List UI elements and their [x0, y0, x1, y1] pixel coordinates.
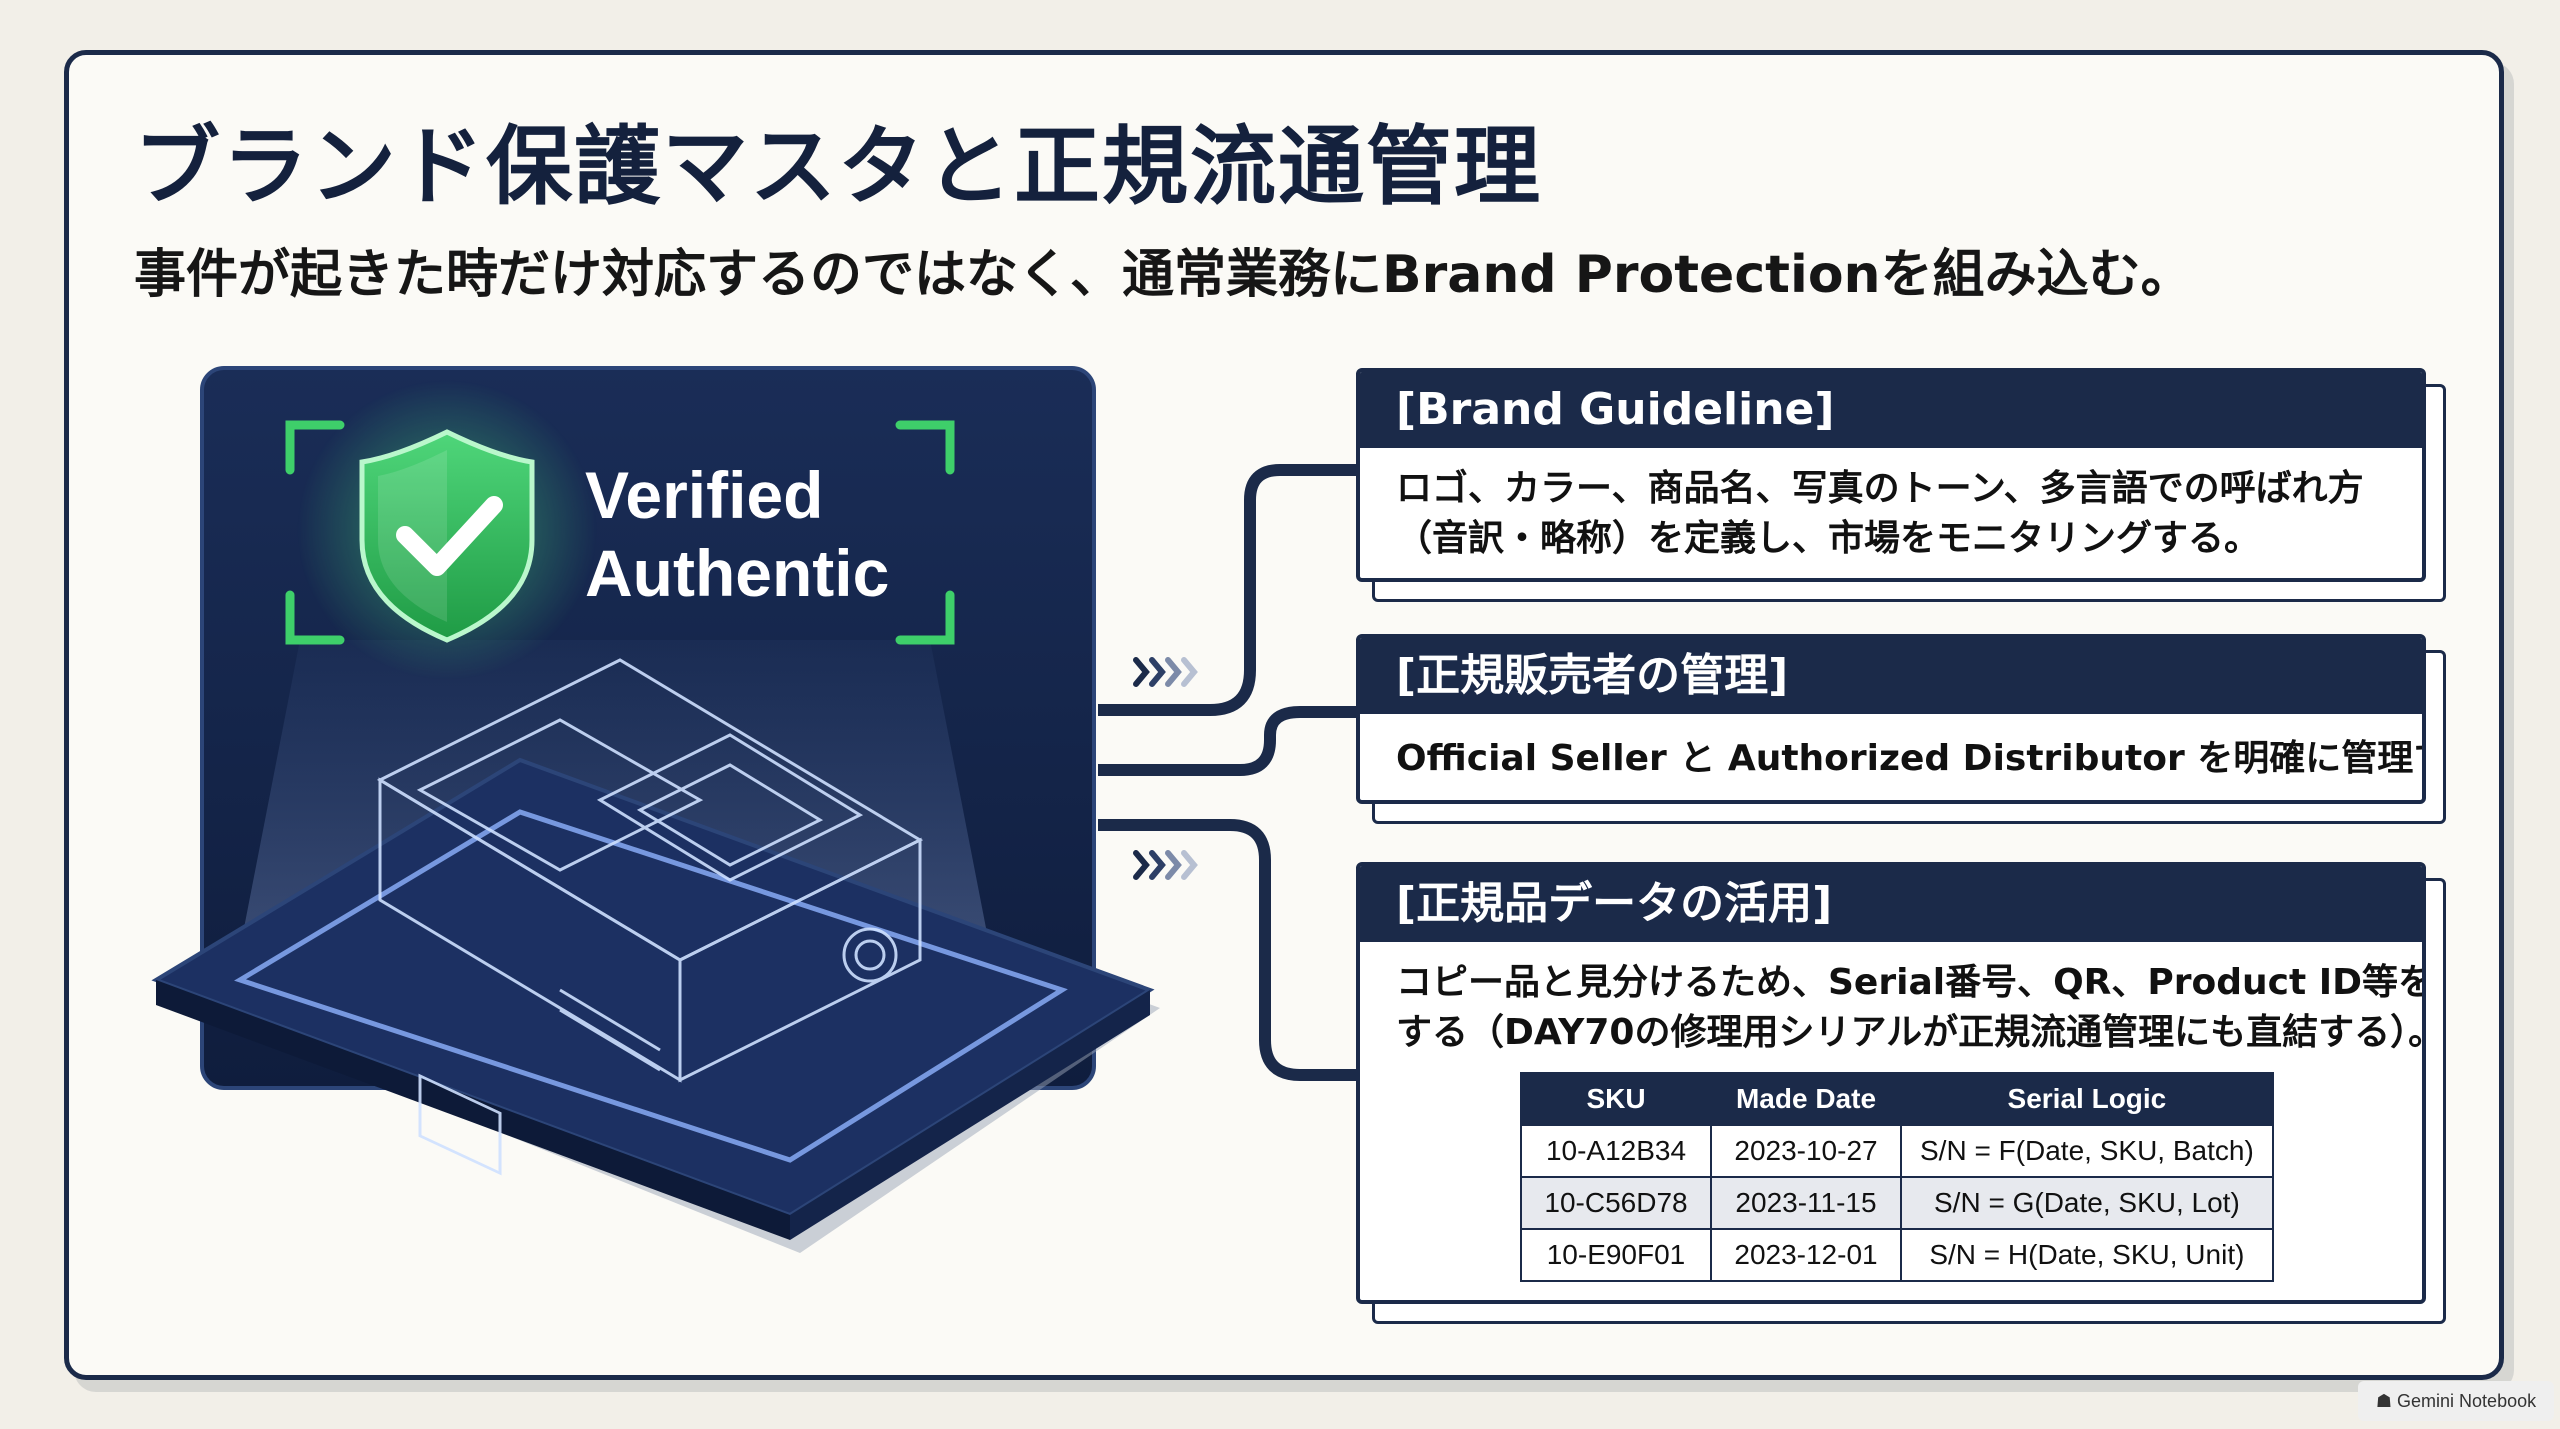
slide-title: ブランド保護マスタと正規流通管理	[134, 117, 1542, 217]
base-platform	[151, 757, 1160, 1253]
table-header-sku: SKU	[1520, 1072, 1712, 1126]
device-wireframe-icon	[376, 658, 924, 1176]
connector-lines	[1098, 464, 1360, 1081]
watermark-text: Gemini Notebook	[2397, 1391, 2537, 1411]
card-heading: [Brand Guideline]	[1360, 372, 2422, 448]
table-cell: 10-E90F01	[1520, 1228, 1712, 1282]
table-cell: 2023-12-01	[1710, 1228, 1902, 1282]
table-row: 10-A12B34 2023-10-27 S/N = F(Date, SKU, …	[1520, 1124, 2274, 1178]
notebook-icon: ☗	[2375, 1391, 2398, 1411]
connector-arrows-icon	[1133, 657, 1198, 880]
card-text-line: コピー品と見分けるため、Serial番号、QR、Product ID等を活用	[1396, 962, 2426, 1003]
card-authorized-sellers: [正規販売者の管理] Official Seller と Authorized …	[1356, 634, 2426, 804]
card-brand-guideline: [Brand Guideline] ロゴ、カラー、商品名、写真のトーン、多言語で…	[1356, 368, 2426, 582]
table-cell: S/N = H(Date, SKU, Unit)	[1900, 1228, 2274, 1282]
card-text-line: ロゴ、カラー、商品名、写真のトーン、多言語での呼ばれ方	[1396, 468, 2364, 509]
table-cell: 2023-11-15	[1710, 1176, 1902, 1230]
table-row: 10-E90F01 2023-12-01 S/N = H(Date, SKU, …	[1520, 1228, 2274, 1282]
serial-table: SKU Made Date Serial Logic 10-A12B34 202…	[1520, 1072, 2274, 1282]
card-text-line: する（DAY70の修理用シリアルが正規流通管理にも直結する）。	[1396, 1012, 2426, 1053]
table-header-serial-logic: Serial Logic	[1900, 1072, 2274, 1126]
table-cell: S/N = G(Date, SKU, Lot)	[1900, 1176, 2274, 1230]
watermark-badge: ☗ Gemini Notebook	[2358, 1381, 2554, 1421]
table-header-made-date: Made Date	[1710, 1072, 1902, 1126]
card-heading: [正規品データの活用]	[1360, 866, 2422, 942]
table-cell: 10-A12B34	[1520, 1124, 1712, 1178]
card-text-line: Official Seller と Authorized Distributor…	[1396, 738, 2426, 779]
shield-check-icon	[359, 429, 535, 643]
table-cell: 2023-10-27	[1710, 1124, 1902, 1178]
card-heading: [正規販売者の管理]	[1360, 638, 2422, 714]
authentic-label: Authentic	[585, 536, 889, 610]
table-cell: 10-C56D78	[1520, 1176, 1712, 1230]
card-text-line: （音訳・略称）を定義し、市場をモニタリングする。	[1396, 518, 2261, 559]
verified-label: Verified	[585, 458, 823, 532]
slide-subtitle: 事件が起きた時だけ対応するのではなく、通常業務にBrand Protection…	[134, 245, 2193, 305]
table-row: 10-C56D78 2023-11-15 S/N = G(Date, SKU, …	[1520, 1176, 2274, 1230]
scan-frame-brackets	[285, 420, 955, 645]
table-cell: S/N = F(Date, SKU, Batch)	[1900, 1124, 2274, 1178]
card-genuine-product-data: [正規品データの活用] コピー品と見分けるため、Serial番号、QR、Prod…	[1356, 862, 2426, 1304]
